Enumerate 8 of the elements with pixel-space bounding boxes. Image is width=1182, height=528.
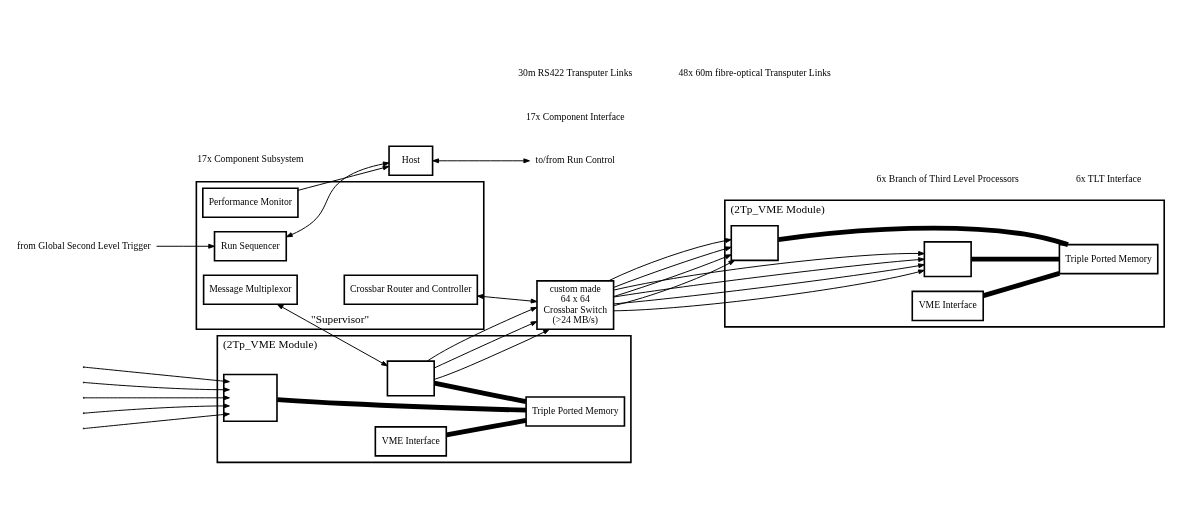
label: 48x 60m fibre-optical Transputer Links [678,67,831,79]
label: 30m RS422 Transputer Links [518,67,633,79]
node-text: from Global Second Level Trigger [17,239,151,251]
label: 6x TLT Interface [1075,172,1142,184]
label: 17x Component Subsystem [197,152,304,164]
label: 17x Component Interface [525,110,625,122]
label: 6x Branch of Third Level Processors [876,172,1019,184]
node-text: to/from Run Control [535,154,615,166]
